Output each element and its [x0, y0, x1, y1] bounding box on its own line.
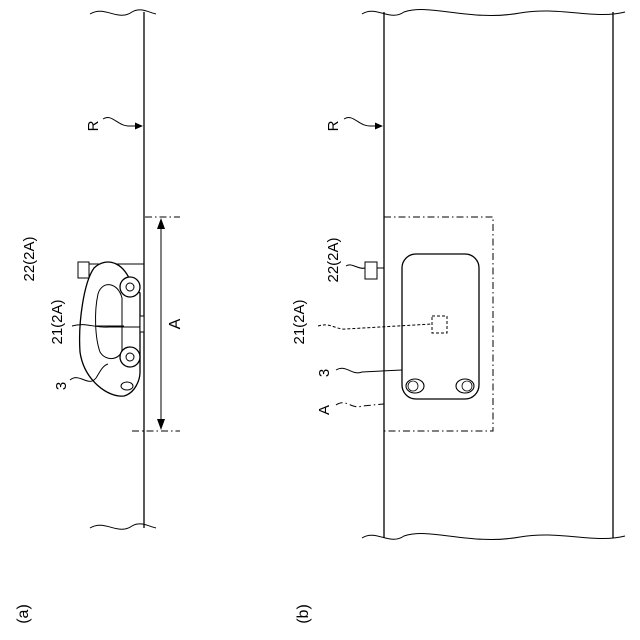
vehicle-window-a: [96, 285, 122, 359]
vehicle-body-b: [402, 254, 479, 399]
vehicle-label-a: 3: [53, 382, 70, 390]
vehicle-front-hub-a: [126, 353, 134, 361]
device-22-a: [78, 262, 89, 278]
road-label-a: R: [85, 120, 102, 131]
panel-b: R 22(2A) 21(2A) 3 A (b): [291, 10, 625, 624]
top-break-line-a: [90, 10, 156, 15]
panel-a: R A 22(2A) 21(2A) 3: [15, 10, 184, 624]
vehicle-b: [402, 254, 479, 399]
road-arrowhead-a: [135, 123, 143, 130]
panel-caption-b: (b): [295, 604, 312, 624]
device-22-leader-b: [346, 265, 365, 268]
area-label-a: A: [167, 318, 184, 329]
vehicle-a: [80, 262, 140, 396]
device-22-b: [365, 262, 377, 279]
vehicle-rear-hub-a: [126, 283, 134, 291]
device-21-label-a: 21(2A): [49, 299, 66, 344]
area-label-b: A: [316, 405, 333, 415]
area-dimension-arrow-top-a: [157, 218, 165, 229]
panel-caption-a: (a): [15, 604, 32, 624]
vehicle-label-b: 3: [316, 369, 333, 377]
vehicle-leader-b: [336, 368, 402, 373]
device-21-a: [140, 316, 144, 332]
device-21-label-b: 21(2A): [291, 299, 308, 344]
area-leader-b: [336, 403, 384, 407]
bottom-break-line-a: [90, 524, 156, 529]
top-break-line-b: [362, 10, 625, 16]
road-label-b: R: [325, 120, 342, 131]
road-arrowhead-b: [375, 123, 383, 130]
bottom-break-line-b: [362, 534, 625, 540]
device-22-label-a: 22(2A): [21, 236, 38, 281]
vehicle-headlight-a: [121, 382, 133, 390]
area-dimension-arrow-bottom-a: [157, 419, 165, 430]
device-22-label-b: 22(2A): [325, 237, 342, 282]
